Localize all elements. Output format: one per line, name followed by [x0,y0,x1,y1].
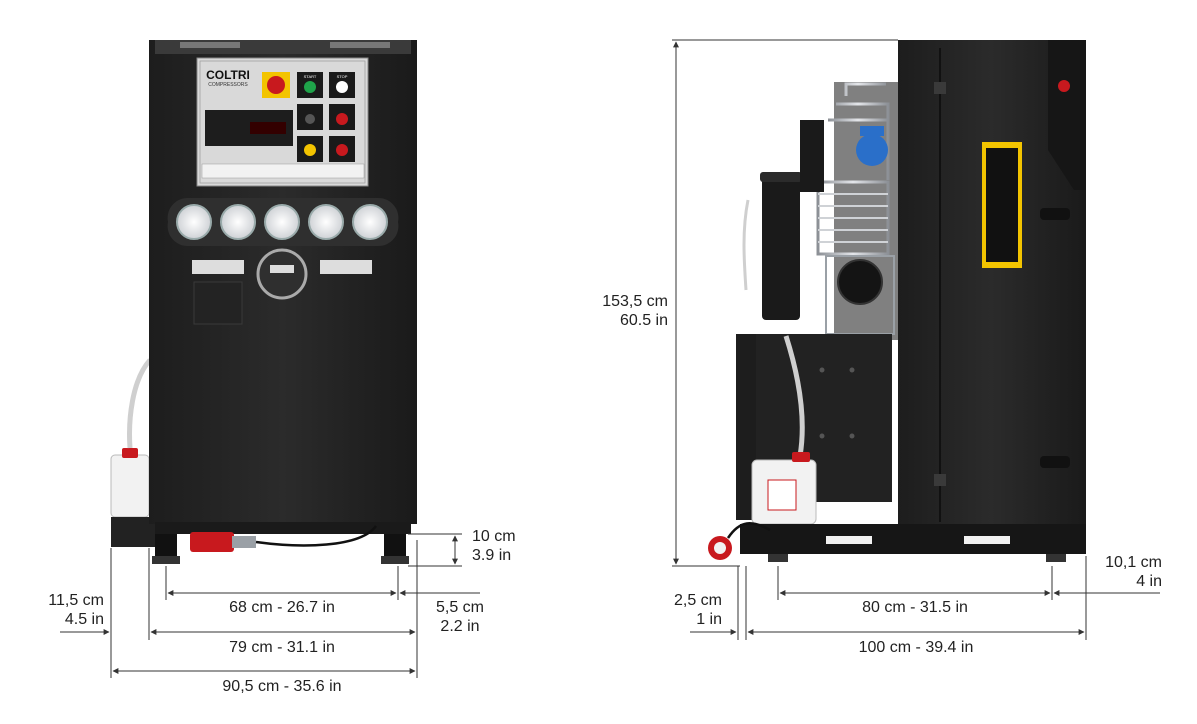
front-base-plate [155,522,411,534]
side-drain-hose [742,199,750,291]
lower-box-bolt-4 [849,433,855,439]
alarm-button[interactable] [336,113,348,125]
front-left-tank-in: 4.5 in [64,611,104,628]
front-total-width-label: 90,5 cm - 35.6 in [222,678,342,695]
side-height-label: 153,5 cm 60.5 in [580,292,668,330]
side-feet-span-label: 80 cm - 31.5 in [862,599,968,616]
side-height-cm: 153,5 cm [602,293,668,310]
power-cable [255,525,378,547]
front-body-width-label: 79 cm - 31.1 in [229,639,335,656]
front-foot-right [384,534,406,562]
final-pressure-display [270,265,294,273]
side-right-overhang-cm: 10,1 cm [1105,554,1162,571]
lower-box-frame [736,334,756,520]
emergency-stop-button[interactable] [267,76,285,94]
power-plug-sleeve [232,536,256,548]
stop-button[interactable] [336,81,348,93]
gauge-stage-4 [352,204,388,240]
front-left-tank-label: 11,5 cm 4.5 in [30,591,104,629]
front-right-overhang-label: 5,5 cm 2.2 in [420,598,500,636]
side-vent-bottom [1040,456,1070,468]
side-left-offset-cm: 2,5 cm [673,592,722,609]
front-feet-height-cm: 10 cm [472,528,516,545]
start-button[interactable] [304,81,316,93]
brand-name: COLTRI [206,68,250,82]
side-estop [1058,80,1070,92]
cooling-coil [816,180,890,256]
side-right-overhang-in: 4 in [1136,573,1162,590]
chrome-pipes [828,82,890,180]
side-tank-label [767,479,797,511]
front-dimensions [60,533,480,678]
side-foot-right [1046,554,1066,562]
side-condensate-hose [783,335,805,457]
gauge-stage-3 [308,204,344,240]
side-foot-left [768,554,788,562]
red-button[interactable] [336,144,348,156]
compressor-head [856,134,888,166]
side-total-depth-label: 100 cm - 39.4 in [858,639,974,656]
lower-box-bolt-1 [819,367,825,373]
front-right-overhang-in: 2.2 in [440,618,480,635]
pressure-vessel [800,120,824,192]
lower-box-bolt-3 [819,433,825,439]
panel-timer-display [250,122,286,134]
side-left-offset-in: 1 in [696,611,722,628]
side-vent-top [1040,208,1070,220]
yellow-button[interactable] [304,144,316,156]
side-hinge-2 [934,474,946,486]
front-view-machine: COLTRI COMPRESSORS START STOP [110,40,417,564]
front-foot-left-pad [152,556,180,564]
standby-button[interactable] [305,114,315,124]
side-power-cable [726,522,771,539]
front-tank-base [111,517,155,547]
compressor-head-cap [860,126,884,136]
gauge-stage-2 [264,204,300,240]
front-foot-right-pad [381,556,409,564]
front-right-overhang-cm: 5,5 cm [435,599,484,616]
front-feet-span-label: 68 cm - 26.7 in [229,599,335,616]
side-dimensions [672,39,1160,640]
front-oil-hose [127,358,152,449]
side-view-machine [708,40,1086,562]
side-height-in: 60.5 in [619,312,668,329]
front-feet-height-in: 3.9 in [472,547,512,564]
side-tank-cap [792,452,810,462]
side-control-hood [1048,40,1086,190]
front-left-tank-cm: 11,5 cm [48,592,104,609]
front-oil-tank-cap [122,448,138,458]
start-label: START [304,74,317,79]
side-warning-label-inner [986,148,1018,262]
gauge-stage-1 [220,204,256,240]
panel-warning-strip [201,163,365,179]
side-power-plug-face [714,542,726,554]
brand-sub: COMPRESSORS [208,82,248,88]
right-valve-label [320,260,372,274]
final-pressure-gauge [256,248,308,300]
motor-fan [837,259,883,305]
lower-box-bolt-2 [849,367,855,373]
gauge-row [176,204,388,240]
side-right-overhang-label: 10,1 cm 4 in [1084,553,1162,591]
left-valve-label [192,260,244,274]
control-panel-frame [199,60,366,184]
front-access-panel [193,281,243,325]
side-base-slot-2 [964,536,1010,544]
gauge-oil [176,204,212,240]
filter-cylinder [762,176,800,320]
front-top-handle-2 [330,42,390,48]
power-plug [190,532,234,552]
front-oil-tank [110,454,150,518]
filter-cylinder-top [760,172,802,182]
side-hinge-1 [934,82,946,94]
stop-label: STOP [337,74,348,79]
front-top-handle [180,42,240,48]
front-feet-height-label: 10 cm 3.9 in [472,527,516,565]
side-base-slot-1 [826,536,872,544]
front-foot-left [155,534,177,562]
side-base-rail [740,524,1086,554]
side-left-offset-label: 2,5 cm 1 in [648,591,722,629]
